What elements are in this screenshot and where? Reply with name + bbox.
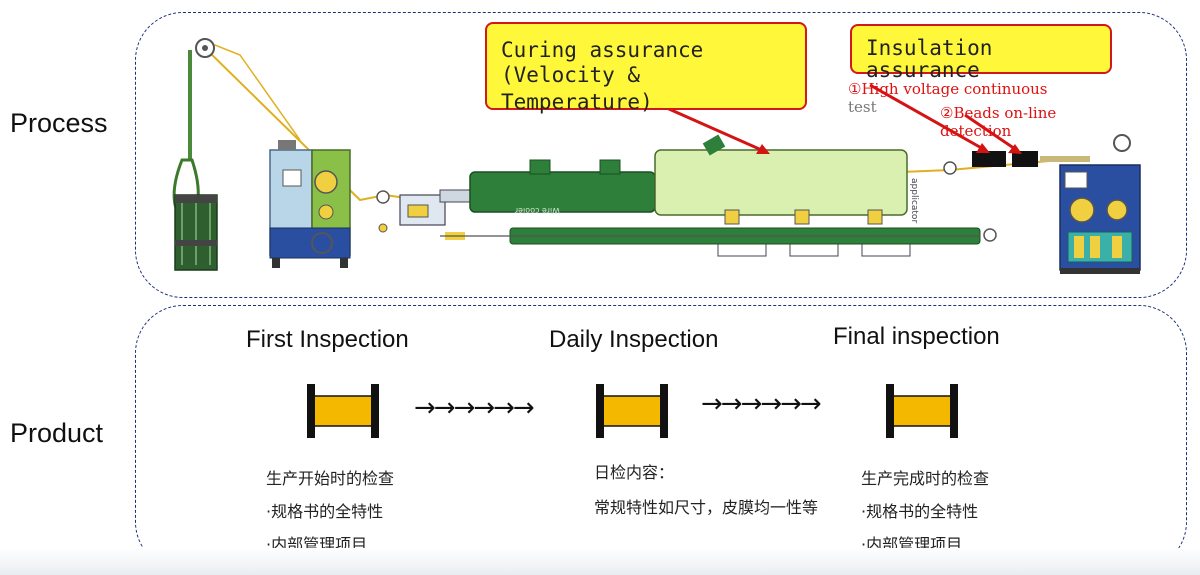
flow-arrows-1: →→→→→→	[414, 393, 535, 423]
process-row-label: Process	[10, 108, 108, 138]
final-inspection-line-1: 生产完成时的检查	[861, 469, 990, 488]
daily-inspection-title: Daily Inspection	[549, 326, 719, 353]
final-inspection-reel-icon	[886, 384, 958, 438]
beads-note-line1: ②Beads on-line	[940, 104, 1057, 122]
insulation-line-2: assurance	[866, 58, 980, 83]
applicator-label: applicator	[909, 178, 919, 223]
take-up-machine	[1059, 134, 1141, 274]
beads-detector	[1012, 151, 1038, 167]
wire-cooler-unit: Wire cooler	[469, 159, 656, 215]
first-inspection-reel-icon	[307, 384, 379, 438]
curing-line-2: (Velocity &	[501, 63, 641, 88]
daily-inspection-details: 日检内容： 常规特性如尺寸，皮膜均一性等	[594, 456, 818, 524]
final-inspection-line-2: ·规格书的全特性	[861, 502, 979, 521]
process-panel	[135, 12, 1187, 298]
product-row-label: Product	[10, 418, 104, 448]
bottom-shade	[0, 548, 1200, 575]
final-inspection-details: 生产完成时的检查 ·规格书的全特性 ·内部管理项目	[861, 462, 989, 561]
first-inspection-details: 生产开始时的检查 ·规格书的全特性 ·内部管理项目	[266, 462, 394, 561]
drawing-machine	[269, 140, 351, 268]
first-inspection-line-2: ·规格书的全特性	[266, 502, 384, 521]
first-inspection-title: First Inspection	[246, 326, 409, 353]
wire-cooler-label: Wire cooler	[514, 206, 560, 215]
hv-test-note: ①High voltage continuous test	[848, 80, 1048, 116]
beads-detection-note: ②Beads on-line detection	[940, 104, 1056, 140]
curing-line-3: Temperature)	[501, 90, 653, 115]
production-line-illustration: Wire cooler applicator	[172, 38, 1141, 274]
beads-note-line2: detection	[940, 122, 1012, 140]
first-inspection-line-1: 生产开始时的检查	[266, 469, 395, 488]
insulation-line-1: Insulation	[866, 36, 993, 60]
beads-arrow	[964, 113, 1019, 153]
pre-heater	[399, 189, 471, 240]
curing-assurance-callout: Curing assurance (Velocity & Temperature…	[485, 22, 807, 114]
curing-arrow	[659, 103, 767, 154]
hv-test-detector	[972, 151, 1006, 167]
hv-test-note-line1: ①High voltage continuous	[848, 80, 1048, 98]
final-inspection-title: Final inspection	[833, 323, 1000, 350]
flow-arrows-2: →→→→→→	[701, 389, 822, 419]
test-arrow	[869, 83, 986, 152]
payoff-stand	[172, 38, 218, 271]
curing-line-1: Curing assurance	[501, 38, 704, 62]
hv-test-note-line2: test	[848, 98, 877, 116]
daily-inspection-reel-icon	[596, 384, 668, 438]
daily-inspection-line-2: 常规特性如尺寸，皮膜均一性等	[594, 498, 819, 517]
daily-inspection-line-1: 日检内容：	[594, 463, 675, 482]
insulation-assurance-callout: Insulation assurance	[850, 24, 1112, 82]
